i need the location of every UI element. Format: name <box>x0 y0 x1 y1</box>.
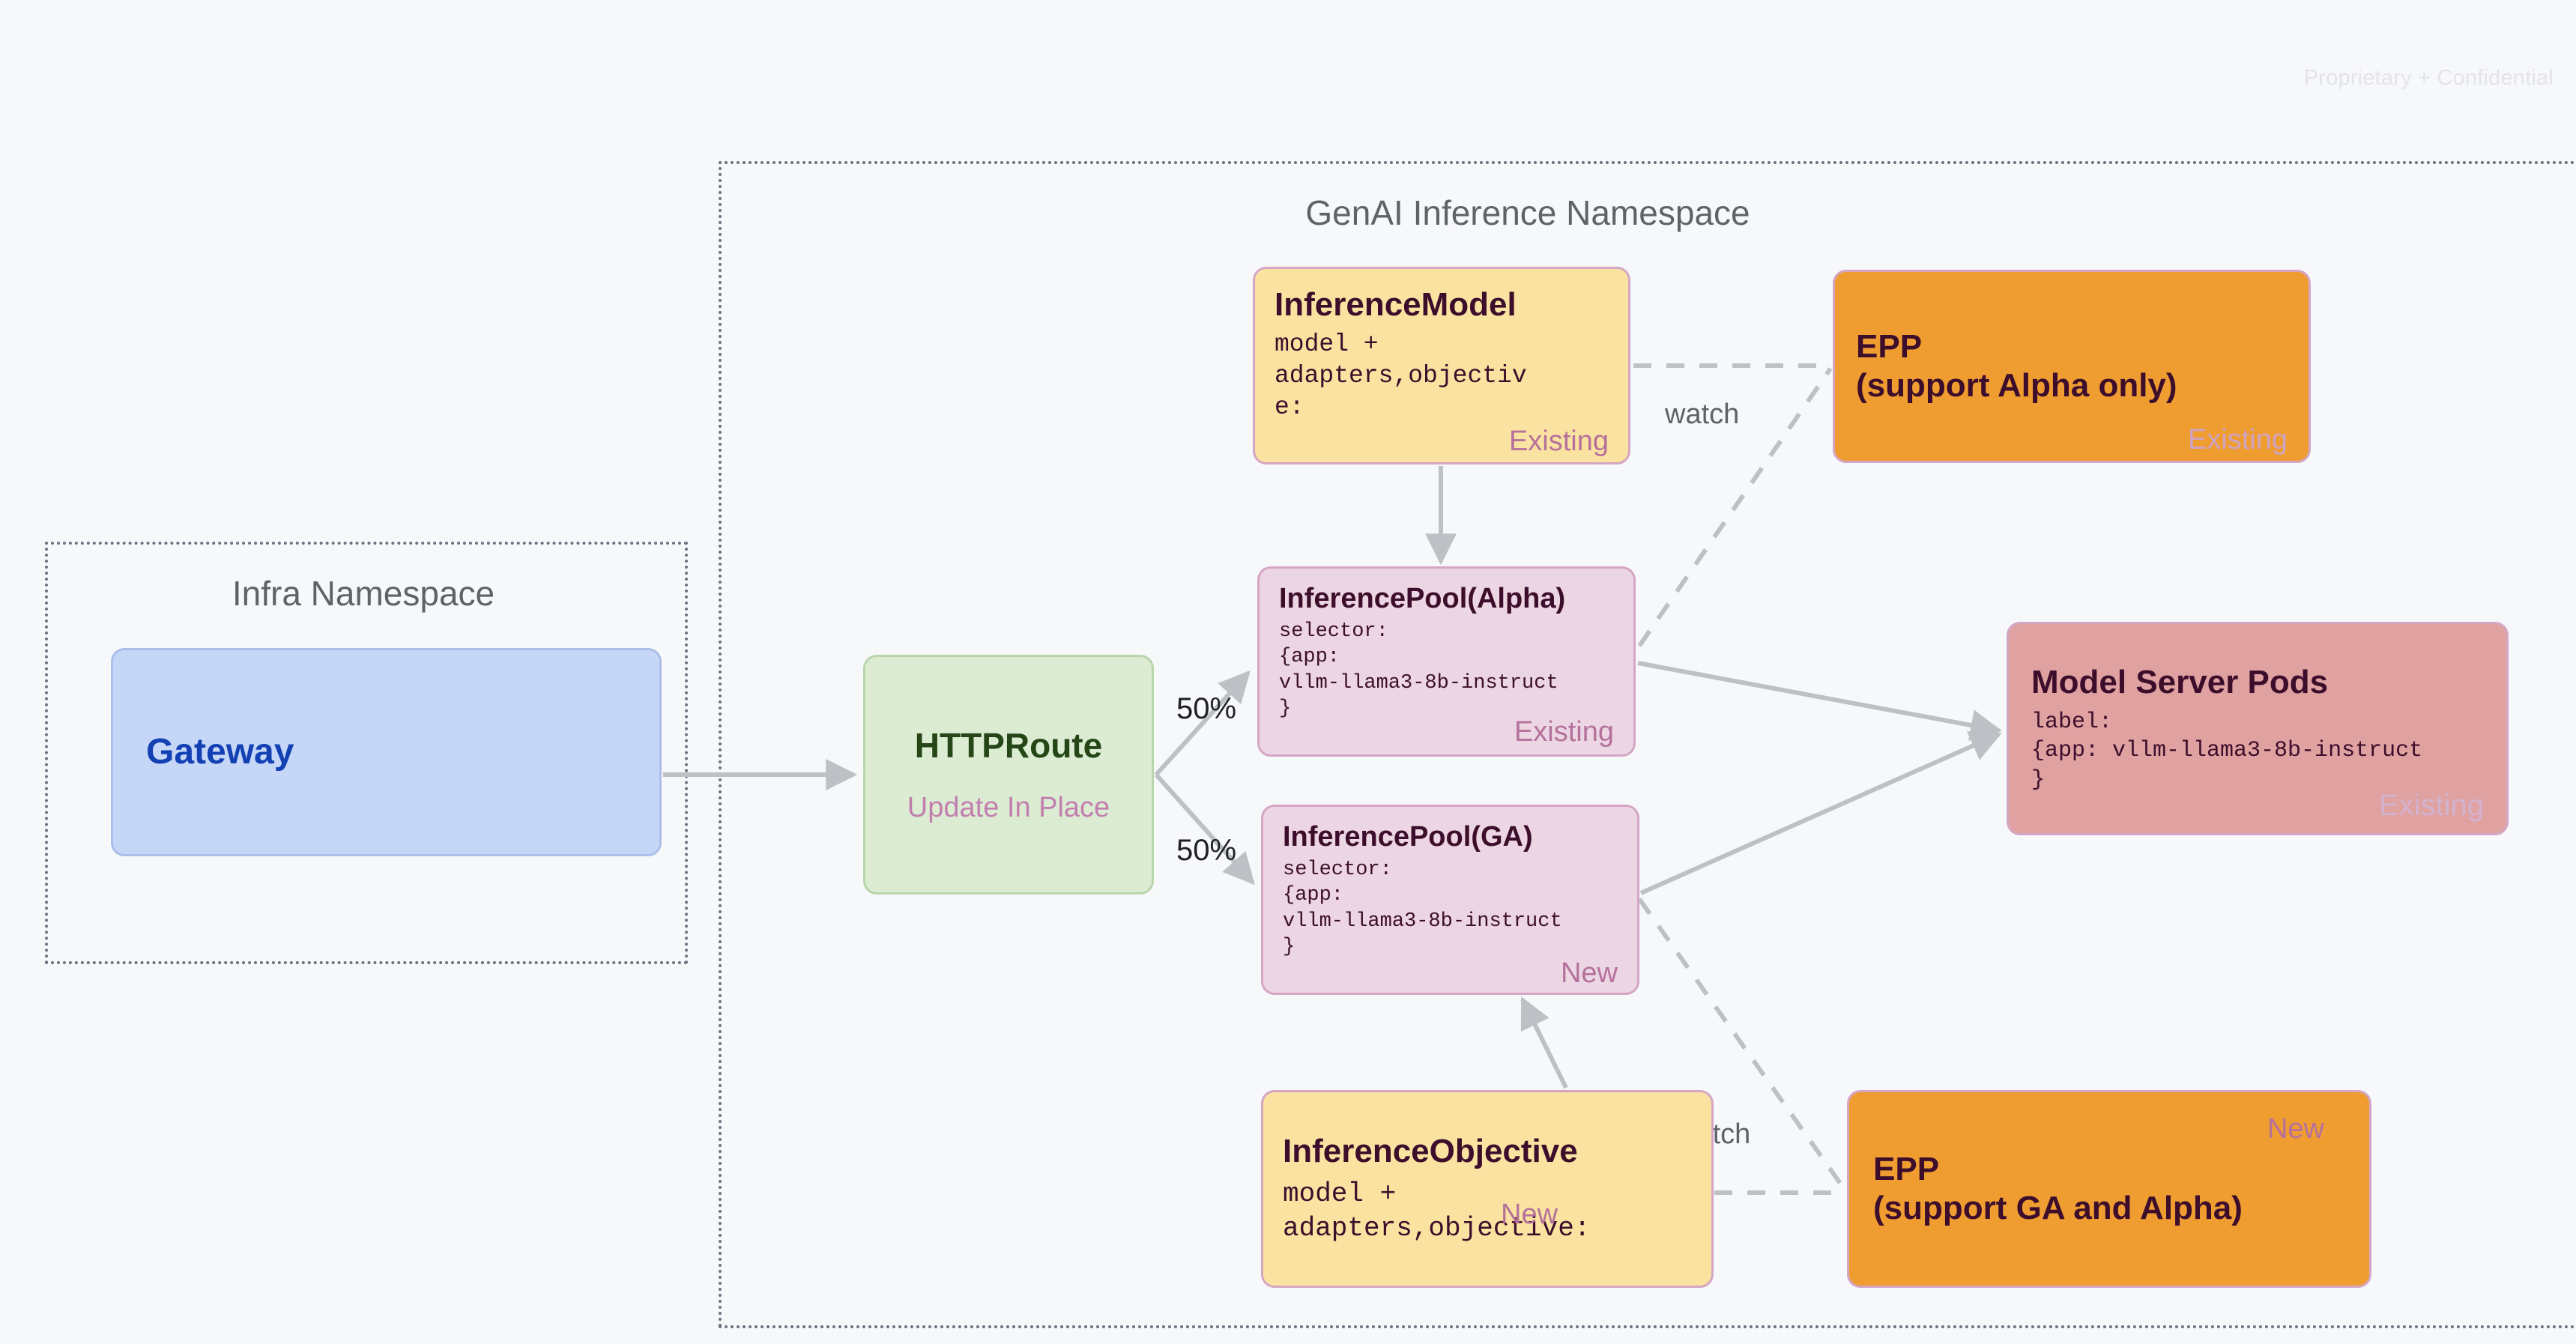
edge-label-split-top: 50% <box>1176 692 1237 725</box>
genai-namespace-container <box>719 161 2576 1328</box>
node-inferencemodel[interactable]: InferenceModel model + adapters,objectiv… <box>1253 267 1630 464</box>
node-inferencepool-ga[interactable]: InferencePool(GA) selector: {app: vllm-l… <box>1261 805 1639 995</box>
genai-namespace-title: GenAI Inference Namespace <box>1305 193 1750 232</box>
node-gateway-title: Gateway <box>146 731 294 772</box>
node-inferencemodel-title: InferenceModel <box>1275 286 1517 323</box>
node-model-server-pods-status-badge: Existing <box>2378 789 2484 822</box>
node-inferenceobjective-status-badge: New <box>1501 1199 1558 1230</box>
node-inferenceobjective-body: model + adapters,objective: <box>1283 1178 1591 1244</box>
node-inferencepool-alpha-status-badge: Existing <box>1514 716 1614 748</box>
node-epp-alpha-status-badge: Existing <box>2187 424 2288 455</box>
edge-label-split-bottom: 50% <box>1176 834 1237 867</box>
node-gateway[interactable]: Gateway <box>111 648 662 856</box>
node-inferencepool-ga-body: selector: {app: vllm-llama3-8b-instruct … <box>1283 858 1562 959</box>
node-inferenceobjective[interactable]: InferenceObjective model + adapters,obje… <box>1261 1090 1714 1288</box>
node-inferencepool-ga-title: InferencePool(GA) <box>1283 821 1533 853</box>
node-inferencemodel-body: model + adapters,objectiv e: <box>1275 330 1527 422</box>
node-model-server-pods[interactable]: Model Server Pods label: {app: vllm-llam… <box>2007 622 2509 835</box>
node-inferencepool-alpha-title: InferencePool(Alpha) <box>1279 583 1566 614</box>
node-model-server-pods-title: Model Server Pods <box>2031 663 2329 700</box>
node-epp-alpha[interactable]: EPP (support Alpha only) Existing <box>1833 270 2311 463</box>
confidential-notice: Proprietary + Confidential <box>2303 66 2554 90</box>
node-inferencemodel-status-badge: Existing <box>1508 426 1609 457</box>
node-epp-ga-status-badge: New <box>2267 1113 2324 1145</box>
node-inferencepool-alpha-body: selector: {app: vllm-llama3-8b-instruct … <box>1279 620 1558 721</box>
node-httproute-title: HTTPRoute <box>914 726 1103 766</box>
node-epp-alpha-title: EPP (support Alpha only) <box>1856 328 2177 404</box>
edge-label-watch-top: watch <box>1665 399 1740 430</box>
node-inferencepool-alpha[interactable]: InferencePool(Alpha) selector: {app: vll… <box>1257 566 1636 757</box>
node-httproute-subtitle: Update In Place <box>907 791 1110 823</box>
node-httproute[interactable]: HTTPRoute Update In Place <box>863 655 1154 895</box>
node-inferenceobjective-title: InferenceObjective <box>1283 1132 1578 1169</box>
infra-namespace-container <box>45 542 688 964</box>
infra-namespace-title: Infra Namespace <box>232 574 495 613</box>
node-epp-ga-title: EPP (support GA and Alpha) <box>1873 1151 2243 1226</box>
node-epp-ga[interactable]: EPP (support GA and Alpha) New <box>1847 1090 2371 1288</box>
node-model-server-pods-body: label: {app: vllm-llama3-8b-instruct } <box>2031 709 2423 793</box>
node-inferencepool-ga-status-badge: New <box>1560 957 1618 989</box>
